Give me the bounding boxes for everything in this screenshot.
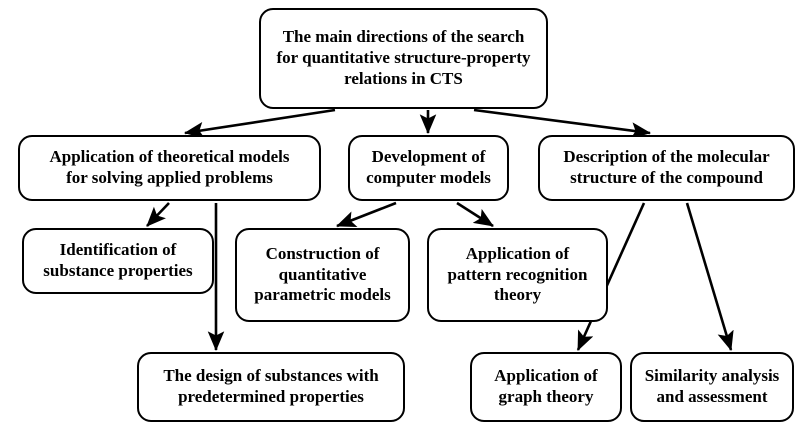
edge-computer-models-to-pattern-recognition <box>456 201 494 228</box>
node-pattern-recognition[interactable]: Application of pattern recognition theor… <box>427 228 608 322</box>
node-similarity-analysis[interactable]: Similarity analysis and assessment <box>630 352 794 422</box>
node-root-label: The main directions of the search for qu… <box>276 27 531 88</box>
node-graph-theory-label: Application of graph theory <box>494 366 598 406</box>
node-quantitative-parametric[interactable]: Construction of quantitative parametric … <box>235 228 410 322</box>
node-pattern-recognition-label: Application of pattern recognition theor… <box>447 243 588 305</box>
node-design-of-substances[interactable]: The design of substances with predetermi… <box>137 352 405 422</box>
node-quantitative-parametric-label: Construction of quantitative parametric … <box>254 243 391 305</box>
node-similarity-analysis-label: Similarity analysis and assessment <box>644 366 780 406</box>
edge-theoretical-models-to-identification <box>146 202 170 227</box>
node-identification-label: Identification of substance properties <box>43 240 193 280</box>
node-graph-theory[interactable]: Application of graph theory <box>470 352 622 422</box>
edge-molecular-structure-to-similarity-analysis <box>685 202 734 351</box>
node-computer-models[interactable]: Development of computer models <box>348 135 509 201</box>
node-molecular-structure-label: Description of the molecular structure o… <box>563 147 770 187</box>
node-design-of-substances-label: The design of substances with predetermi… <box>163 366 379 406</box>
node-root[interactable]: The main directions of the search for qu… <box>259 8 548 109</box>
edge-root-to-theoretical-models <box>183 108 336 139</box>
node-theoretical-models-label: Application of theoretical models for so… <box>49 147 290 187</box>
edge-computer-models-to-quantitative-parametric <box>336 201 397 228</box>
node-computer-models-label: Development of computer models <box>366 147 491 187</box>
node-identification[interactable]: Identification of substance properties <box>22 228 214 294</box>
node-molecular-structure[interactable]: Description of the molecular structure o… <box>538 135 795 201</box>
edge-root-to-molecular-structure <box>473 108 652 139</box>
node-theoretical-models[interactable]: Application of theoretical models for so… <box>18 135 321 201</box>
